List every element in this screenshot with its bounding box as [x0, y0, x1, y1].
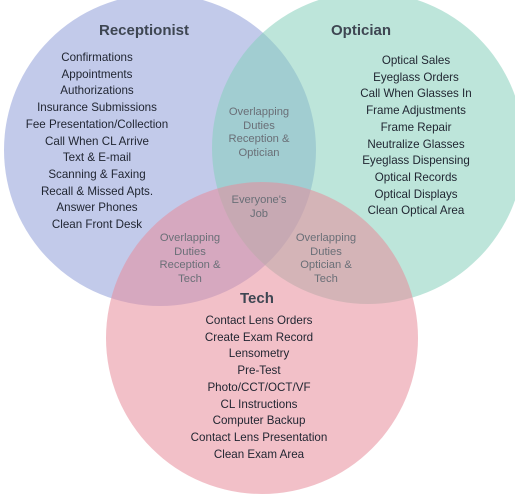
overlap-label-line: Reception & — [159, 259, 221, 272]
receptionist-duty: Clean Front Desk — [51, 218, 143, 232]
optician-duty: Optical Sales — [381, 54, 451, 67]
receptionist-duty: Call When CL Arrive — [45, 134, 149, 148]
optician-duty: Clean Optical Area — [367, 204, 465, 218]
optician-duty: Eyeglass Orders — [373, 70, 459, 84]
tech-duty: Pre-Test — [237, 364, 281, 378]
overlap-everyone: Everyone's Job — [221, 194, 297, 221]
overlap-label-line: Overlapping — [295, 232, 357, 244]
overlap-label-line: Optician — [238, 146, 280, 159]
optician-duty: Frame Repair — [380, 120, 452, 134]
tech-duty: Clean Exam Area — [213, 447, 305, 461]
optician-duty: Frame Adjustments — [366, 104, 466, 118]
overlap-label-line: Tech — [178, 272, 202, 285]
optician-duty: Optical Displays — [374, 187, 458, 201]
receptionist-duty: Text & E-mail — [62, 151, 132, 165]
tech-duty: Create Exam Record — [204, 330, 314, 344]
overlap-label-line: Overlapping — [159, 232, 221, 244]
overlap-label-line: Reception & — [228, 133, 290, 146]
tech-duty: Computer Backup — [212, 414, 306, 428]
overlap-label-line: Optician & — [300, 259, 352, 272]
overlap-label-line: Duties — [310, 245, 342, 258]
receptionist-duty: Insurance Submissions — [37, 101, 157, 115]
optician-duty: Call When Glasses In — [360, 87, 472, 101]
overlap-reception-optician: Overlapping Duties Reception & Optician — [217, 106, 301, 160]
receptionist-duty: Recall & Missed Apts. — [40, 184, 154, 198]
receptionist-duty: Fee Presentation/Collection — [25, 117, 169, 131]
receptionist-title: Receptionist — [99, 22, 190, 39]
overlap-label-line: Job — [249, 207, 269, 220]
tech-duty: Photo/CCT/OCT/VF — [207, 380, 311, 394]
tech-duty: CL Instructions — [220, 397, 298, 411]
optician-duties: Optical Sales Eyeglass Orders Call When … — [350, 53, 482, 220]
tech-duty: Contact Lens Presentation — [190, 430, 328, 444]
overlap-label-line: Everyone's — [231, 194, 287, 206]
tech-title: Tech — [240, 290, 274, 307]
receptionist-duty: Confirmations — [61, 51, 133, 64]
overlap-label-line: Duties — [243, 119, 275, 132]
receptionist-duty: Appointments — [61, 67, 133, 81]
optician-duty: Eyeglass Dispensing — [362, 154, 470, 168]
overlap-optician-tech: Overlapping Duties Optician & Tech — [284, 232, 368, 286]
tech-duties: Contact Lens Orders Create Exam Record L… — [180, 313, 338, 463]
tech-duty: Contact Lens Orders — [205, 314, 313, 327]
receptionist-duty: Authorizations — [60, 84, 134, 98]
receptionist-duty: Answer Phones — [56, 201, 138, 215]
overlap-label-line: Overlapping — [228, 106, 290, 118]
overlap-reception-tech: Overlapping Duties Reception & Tech — [148, 232, 232, 286]
optician-duty: Neutralize Glasses — [367, 137, 465, 151]
optician-duty: Optical Records — [374, 170, 458, 184]
tech-duty: Lensometry — [228, 347, 290, 361]
tech-circle — [106, 182, 418, 494]
overlap-label-line: Duties — [174, 245, 206, 258]
optician-title: Optician — [331, 22, 392, 39]
receptionist-duty: Scanning & Faxing — [48, 167, 146, 181]
overlap-label-line: Tech — [314, 272, 338, 285]
receptionist-duties: Confirmations Appointments Authorization… — [15, 50, 179, 234]
